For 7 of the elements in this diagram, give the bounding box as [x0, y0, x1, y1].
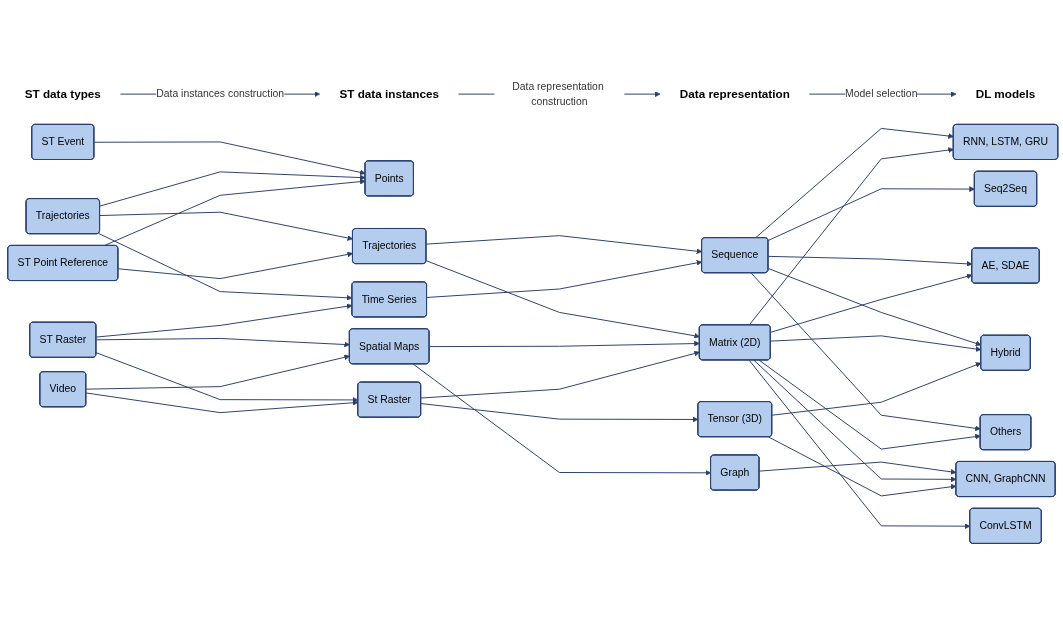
node-text: ST data instances	[339, 87, 440, 101]
node-text: ST data types	[24, 87, 101, 101]
node-text: DL models	[975, 87, 1036, 101]
edge-label: Data instances construction	[156, 88, 285, 100]
edge-label: Data representation construction	[512, 80, 604, 108]
node-text: Data representation	[679, 87, 790, 101]
edge-label: Model selection	[845, 88, 918, 100]
